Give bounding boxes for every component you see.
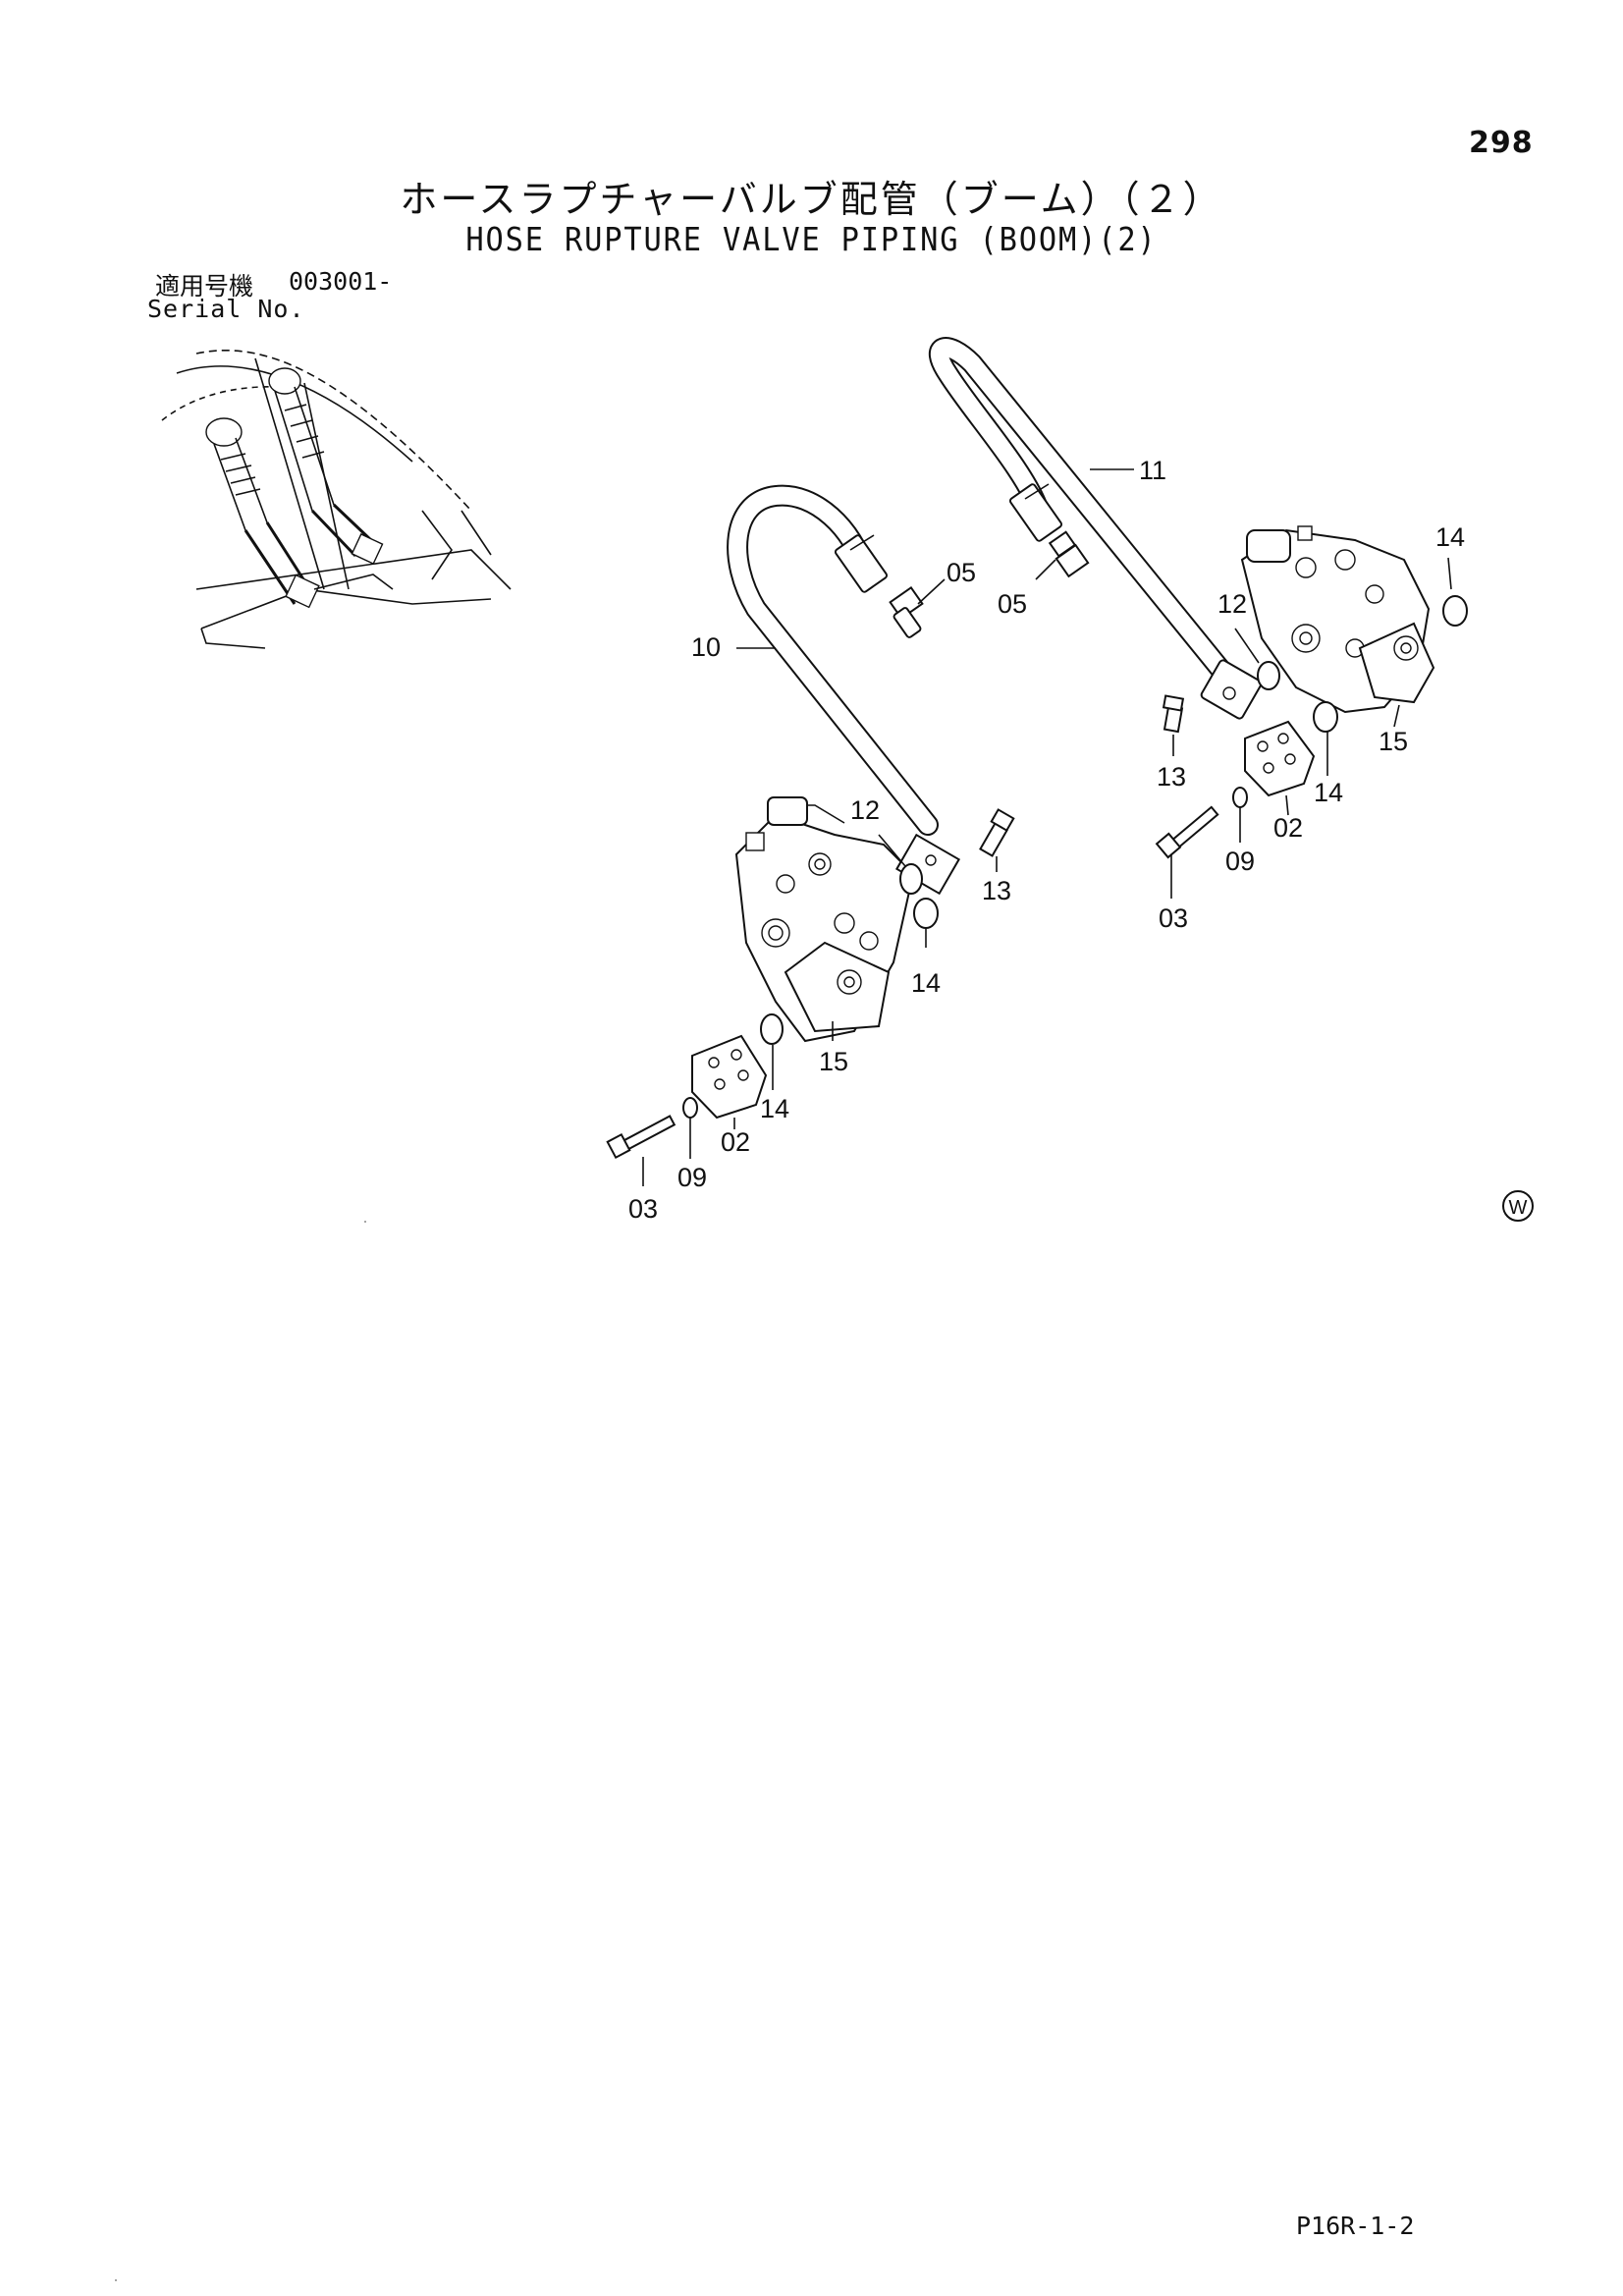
- part-label-14-left-upper: 14: [911, 968, 941, 998]
- part-label-13-right: 13: [1157, 762, 1186, 792]
- part-label-15-left: 15: [819, 1047, 848, 1076]
- title-english: HOSE RUPTURE VALVE PIPING (BOOM)(2): [465, 220, 1158, 258]
- bolt-13-right: [1162, 694, 1185, 734]
- part-label-14-right-top: 14: [1435, 522, 1465, 552]
- serial-number-value: 003001-: [289, 267, 393, 296]
- bolt-13-left: [979, 808, 1015, 857]
- boom-cylinder-left: [205, 417, 320, 609]
- flange-02-right: [1244, 720, 1316, 797]
- part-label-12-right: 12: [1217, 589, 1247, 619]
- part-label-05-right: 05: [998, 589, 1027, 619]
- part-label-05-left: 05: [947, 558, 976, 587]
- part-label-03-left: 03: [628, 1194, 658, 1224]
- part-label-02-left: 02: [721, 1127, 750, 1157]
- pipe-11: [928, 337, 1263, 720]
- pipe-10: [727, 484, 939, 836]
- o-ring-14-left-upper: [913, 898, 939, 929]
- part-label-09-right: 09: [1225, 847, 1255, 876]
- fitting-05-right: [1048, 530, 1090, 578]
- part-label-12-left: 12: [850, 795, 880, 825]
- bolt-03-left: [606, 1115, 676, 1160]
- part-label-03-right: 03: [1159, 903, 1188, 933]
- part-label-15-right: 15: [1379, 727, 1408, 756]
- boom-cylinder-right: [268, 367, 384, 565]
- serial-label-english: Serial No.: [147, 295, 305, 323]
- part-label-09-left: 09: [677, 1163, 707, 1192]
- part-label-14-left-lower: 14: [760, 1094, 789, 1123]
- part-labels: 11 05 05 10 14 12 15 13 14 02 09 03 12 1…: [628, 456, 1465, 1224]
- o-ring-12-left: [899, 863, 923, 895]
- fitting-05-left: [889, 585, 924, 638]
- o-ring-14-left-lower: [760, 1013, 784, 1045]
- title-japanese: ホースラプチャーバルブ配管（ブーム）（２）: [400, 178, 1223, 221]
- page-number: 298: [1469, 126, 1534, 160]
- washer-09-right: [1232, 787, 1248, 808]
- part-label-02-right: 02: [1273, 813, 1303, 843]
- watermark-badge: W: [1502, 1190, 1534, 1222]
- serial-label-japanese: 適用号機: [155, 272, 254, 301]
- o-ring-14-right-lower: [1313, 701, 1338, 733]
- o-ring-12-right: [1257, 661, 1280, 690]
- flange-02-left: [691, 1034, 768, 1120]
- washer-09-left: [682, 1097, 698, 1119]
- footer-code: P16R-1-2: [1296, 2212, 1415, 2240]
- o-ring-14-right-upper: [1442, 595, 1468, 627]
- valve-assembly-right: [1240, 525, 1435, 714]
- part-label-14-right-bottom: 14: [1314, 778, 1343, 807]
- leader-lines: [642, 468, 1452, 1186]
- valve-assembly-left: [734, 796, 961, 1043]
- bolt-03-right: [1155, 805, 1219, 859]
- part-label-11: 11: [1139, 456, 1166, 485]
- part-label-10: 10: [691, 632, 721, 662]
- part-label-13-left: 13: [982, 876, 1011, 905]
- watermark-letter: W: [1509, 1197, 1528, 1219]
- location-thumbnail: [161, 350, 512, 649]
